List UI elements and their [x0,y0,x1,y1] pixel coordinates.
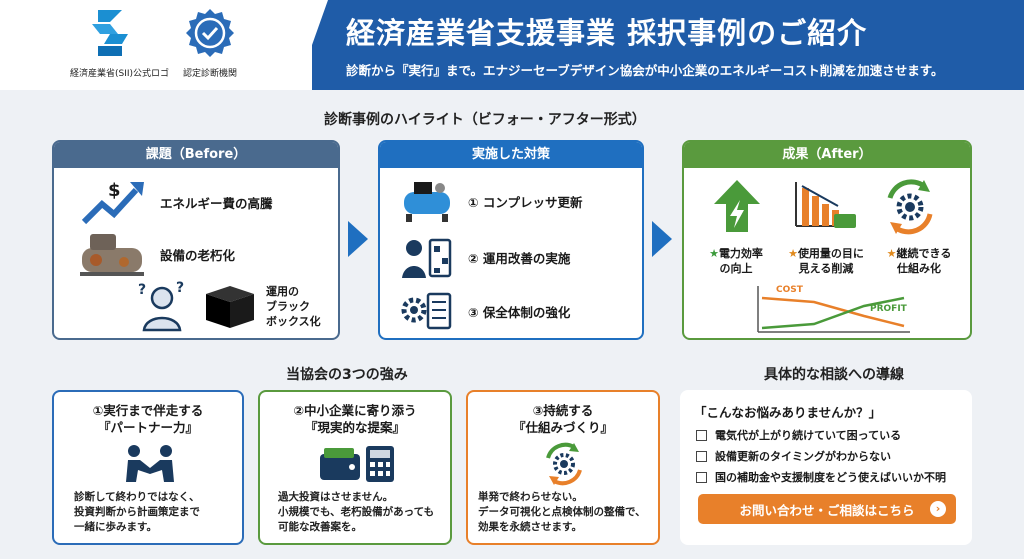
profit-label: PROFIT [870,304,907,314]
before-card-head: 課題（Before） [54,142,338,168]
reduction-chart-icon [795,182,856,228]
concern-checkbox[interactable]: 設備更新のタイミングがわからない [696,448,891,464]
action-item: ① コンプレッサ更新 [400,178,583,224]
after-result: ★電力効率の向上 [709,247,763,275]
handshake-partners-icon [126,445,174,482]
cost-label: COST [776,285,803,295]
action-item: ② 運用改善の実施 [400,234,570,280]
star-icon: ★ [788,247,798,260]
strength-heading: ②中小企業に寄り添う『現実的な提案』 [293,403,417,435]
strength-heading: ③持続する『仕組みづくり』 [512,403,613,435]
checkbox-icon[interactable] [696,429,707,441]
sii-logo: 経済産業省(SII)公式ロゴ [70,8,170,80]
strength-body: 過大投資はさせません。 小規模でも、老朽設備があっても 可能な改善案を。 [278,491,435,533]
certified-badge-icon [186,9,234,57]
sii-logo-caption: 経済産業省(SII)公式ロゴ [70,69,170,79]
confused-person-icon: ? ? [138,280,184,332]
efficiency-up-icon [714,180,760,232]
strength-card: ①実行まで伴走する『パートナー力』 診断して終わりではなく、 投資判断から計画策… [52,390,244,545]
strength-body: 単発で終わらせない。 データ可視化と点検体制の整備で、 効果を永続させます。 [478,491,646,533]
black-box-icon [206,286,254,328]
header: 経済産業省(SII)公式ロゴ 認定診断機関 経済産業省支援事業 採択事例のご紹介… [0,0,1024,90]
flow-arrow-icon [348,221,368,257]
action-item: ③ 保全体制の強化 [400,288,570,334]
operation-flow-icon [402,238,452,278]
rusty-machine-icon [80,234,144,276]
action-item-label: ② 運用改善の実施 [468,250,571,266]
checkbox-icon[interactable] [696,450,707,462]
action-item-label: ① コンプレッサ更新 [468,194,583,210]
sustainable-cycle-icon [887,179,933,235]
before-item-label: 運用の ブラック ボックス化 [266,284,321,328]
cost-profit-graph [757,286,910,333]
concern-checkbox[interactable]: 国の補助金や支援制度をどう使えばいいか不明 [696,469,946,485]
consult-panel: 「こんなお悩みありませんか？」 電気代が上がり続けていて困っている 設備更新のタ… [680,390,972,545]
action-card: 実施した対策 ① コンプレッサ更新 ② 運用改善の実施 [378,140,644,340]
before-item: 設備の老朽化 [76,230,235,278]
concern-checkbox[interactable]: 電気代が上がり続けていて困っている [696,427,901,443]
strength-body: 診断して終わりではなく、 投資判断から計画策定まで 一緒に歩みます。 [74,491,200,533]
consult-question: 「こんなお悩みありませんか？」 [694,405,882,420]
svg-text:?: ? [176,280,184,296]
svg-text:?: ? [138,282,146,298]
certified-badge: 認定診断機関 [170,8,250,80]
strength-card: ②中小企業に寄り添う『現実的な提案』 過大投資はさせません。 小規模でも、老朽設… [258,390,452,545]
checkbox-icon[interactable] [696,471,707,483]
before-item-label: エネルギー費の高騰 [160,195,273,211]
after-result: ★使用量の目に見える削減 [788,247,864,275]
consult-title: 具体的な相談への導線 [764,367,904,383]
before-item-label: 設備の老朽化 [160,247,236,263]
price-rise-icon: $ [81,180,144,225]
strength-heading: ①実行まで伴走する『パートナー力』 [92,403,204,435]
after-card-head: 成果（After） [684,142,970,168]
action-item-label: ③ 保全体制の強化 [468,304,571,320]
after-result: ★継続できる仕組み化 [886,247,952,275]
flow-arrow-icon [652,221,672,257]
before-item: ? ? 運用の ブラック ボックス化 [136,280,321,332]
before-card: 課題（Before） $ エネルギー費の高騰 設備の老朽化 ? ? [52,140,340,340]
cycle-gear-icon [546,442,582,486]
header-banner [312,0,1024,90]
highlight-title: 診断事例のハイライト（ビフォー・アフター形式） [324,112,646,128]
strengths-title: 当協会の3つの強み [286,367,408,383]
wallet-calculator-icon [320,446,394,482]
after-card: 成果（After） ★電力効率の向上 ★使用量の目に見える削減 ★継続できる仕組… [682,140,972,340]
star-icon: ★ [709,247,719,260]
svg-text:$: $ [108,180,121,201]
page-subtitle: 診断から『実行』まで。エナジーセーブデザイン協会が中小企業のエネルギーコスト削減… [346,63,944,78]
star-icon: ★ [886,247,897,260]
contact-button[interactable]: お問い合わせ・ご相談はこちら › [698,494,956,524]
action-card-head: 実施した対策 [380,142,642,168]
compressor-icon [404,182,450,222]
strength-card: ③持続する『仕組みづくり』 単発で終わらせない。 データ可視化と点検体制の整備で… [466,390,660,545]
certified-badge-caption: 認定診断機関 [182,69,237,79]
chevron-right-icon: › [930,501,946,517]
before-item: $ エネルギー費の高騰 [80,176,273,228]
maintenance-checklist-icon [401,292,452,330]
sii-logo-icon [92,10,128,56]
page-title: 経済産業省支援事業 採択事例のご紹介 [346,16,868,50]
